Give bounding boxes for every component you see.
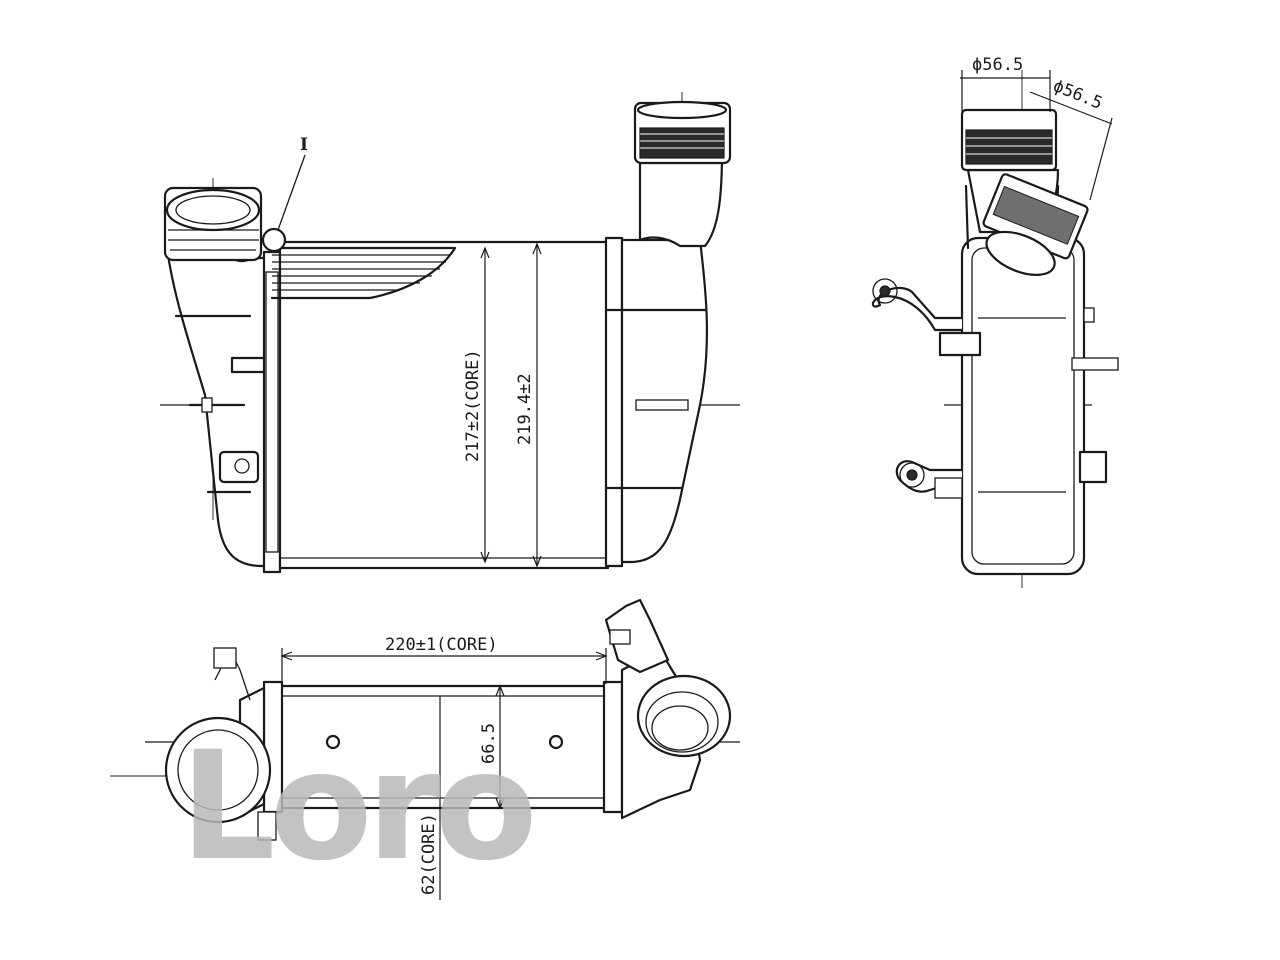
inlet-diameter-dimension: ϕ56.5: [960, 55, 1051, 112]
top-left-inlet: [164, 716, 272, 824]
loro-watermark-logo: Loro: [180, 720, 532, 894]
side-upper-pipe: [960, 108, 1058, 172]
core-depth-dimension: 62(CORE): [419, 696, 441, 900]
outer-depth-label: 66.5: [479, 723, 499, 764]
left-mount-tab: [218, 450, 260, 484]
overall-height-dimension: 219.4±2: [515, 242, 542, 568]
overall-height-label: 219.4±2: [515, 373, 535, 445]
outlet-diameter-label: ϕ56.5: [1050, 76, 1105, 114]
core-width-label: 220±1(CORE): [385, 635, 498, 655]
core-height-label: 217±2(CORE): [463, 349, 483, 462]
core-depth-label: 62(CORE): [419, 813, 439, 895]
inlet-diameter-label: ϕ56.5: [972, 55, 1023, 75]
detail-circle: [261, 227, 287, 253]
front-view: I 217±2(CORE) 219.4±2: [160, 92, 740, 574]
left-inlet-pipe: [163, 186, 263, 262]
top-header-ribs: [270, 246, 457, 300]
core-width-dimension: 220±1(CORE): [280, 635, 608, 684]
right-outlet-pipe: [633, 100, 732, 248]
side-upper-lug: [871, 286, 964, 332]
top-right-outlet: [636, 674, 732, 758]
top-view: 220±1(CORE) 66.5 62(CORE): [110, 598, 740, 900]
front-core: [278, 240, 610, 570]
side-angled-pipe: [982, 173, 1089, 276]
detail-mark-label: I: [300, 135, 308, 155]
core-height-dimension: 217±2(CORE): [463, 246, 490, 564]
outer-depth-dimension: 66.5: [479, 684, 505, 810]
side-body: [960, 236, 1086, 576]
left-end-tank: [166, 253, 270, 568]
side-view: ϕ56.5 ϕ56.5: [871, 55, 1119, 588]
